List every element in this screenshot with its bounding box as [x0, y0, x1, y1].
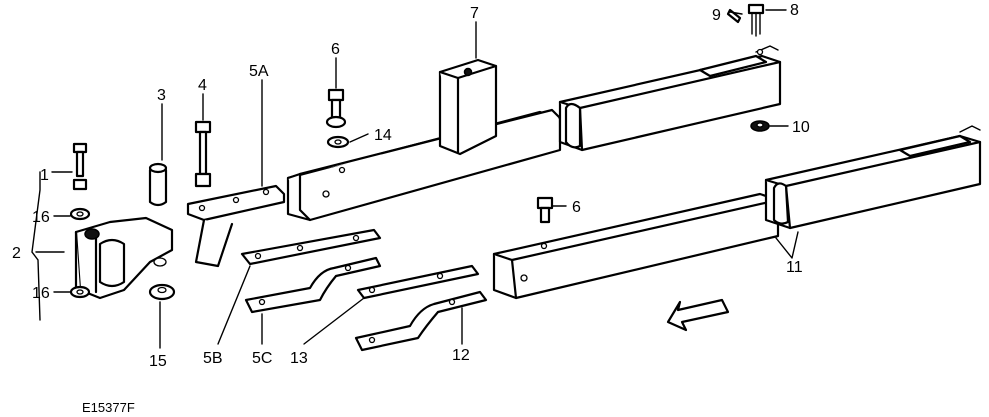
callout-6-lower: 6 [572, 199, 581, 216]
lower-rail [492, 125, 982, 300]
bolt-4 [194, 120, 212, 188]
upper-rail [286, 45, 782, 222]
callout-16-lower: 16 [32, 285, 50, 302]
bolt-1 [72, 142, 88, 191]
washer-15 [148, 283, 176, 301]
callout-2: 2 [12, 245, 21, 262]
bolt-6-upper [325, 88, 347, 129]
callout-5c: 5C [252, 350, 272, 367]
callout-10: 10 [792, 119, 810, 136]
callout-16-upper: 16 [32, 209, 50, 226]
callout-7: 7 [470, 5, 479, 22]
callout-15: 15 [149, 353, 167, 370]
callout-4: 4 [198, 77, 207, 94]
plate-5c [244, 256, 382, 314]
leader-lines [31, 9, 799, 349]
callout-5b: 5B [203, 350, 223, 367]
hinge-bracket-2 [74, 216, 174, 300]
callout-8: 8 [790, 2, 799, 19]
callout-13: 13 [290, 350, 308, 367]
callout-3: 3 [157, 87, 166, 104]
plate-5b [240, 228, 382, 266]
plate-13 [356, 264, 480, 300]
callout-5a: 5A [249, 63, 269, 80]
callout-9: 9 [712, 7, 721, 24]
pin-9 [726, 8, 742, 24]
figure-id: E15377F [82, 400, 135, 415]
callout-14: 14 [374, 127, 392, 144]
direction-arrow-icon [666, 298, 730, 332]
callout-1: 1 [40, 167, 49, 184]
washer-14 [326, 135, 350, 149]
bolt-8 [747, 3, 765, 37]
callout-6-upper: 6 [331, 41, 340, 58]
callout-12: 12 [452, 347, 470, 364]
washer-16-lower [69, 285, 91, 299]
plate-12 [354, 290, 488, 352]
callout-11: 11 [786, 259, 803, 276]
spacer-3 [148, 162, 168, 207]
bolt-6-lower [536, 196, 554, 224]
plate-5a [186, 184, 286, 268]
washer-16-upper [69, 207, 91, 221]
